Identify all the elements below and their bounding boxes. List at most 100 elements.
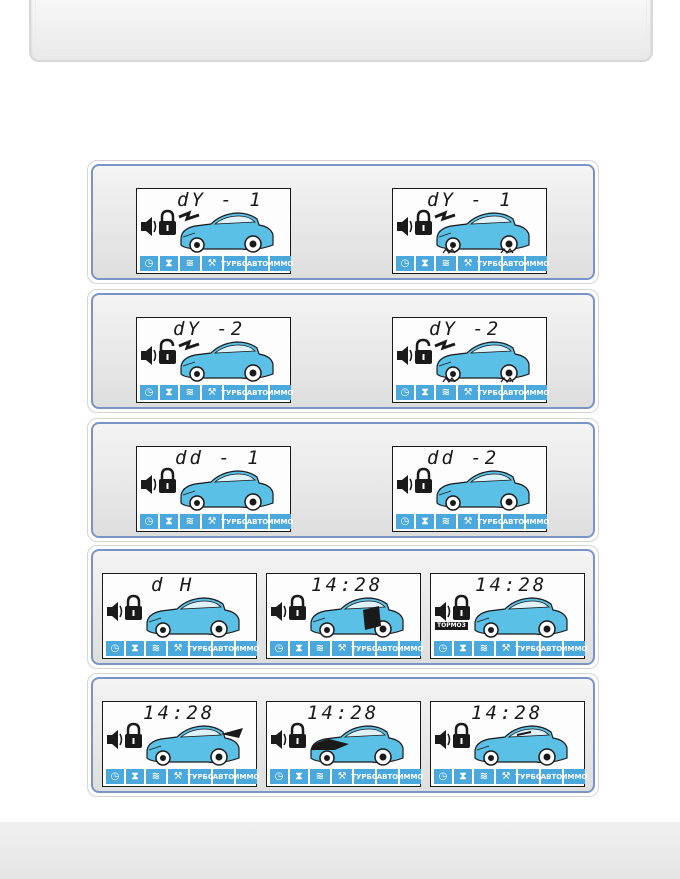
open-hood-icon <box>311 739 349 750</box>
immo-label: ИММО <box>562 769 587 784</box>
turbo-label: ТУРБО <box>515 641 542 656</box>
clock-icon: ◷ <box>140 256 158 271</box>
auto-label: АВТО <box>213 769 234 784</box>
auto-label: АВТО <box>377 641 398 656</box>
lock-icon <box>415 338 432 364</box>
auto-label: АВТО <box>247 514 268 529</box>
hourglass-icon: ⧗ <box>160 256 178 271</box>
header-box <box>29 0 653 62</box>
wrench-icon: ⚒ <box>168 641 188 656</box>
immo-label: ИММО <box>398 641 423 656</box>
lock-icon <box>159 467 176 493</box>
hourglass-icon: ⧗ <box>290 641 308 656</box>
clock-icon: ◷ <box>106 769 124 784</box>
wrench-icon: ⚒ <box>202 256 222 271</box>
turbo-label: ТУРБО <box>477 385 504 400</box>
car-icon <box>436 470 530 511</box>
lock-icon <box>125 594 142 620</box>
hourglass-icon: ⧗ <box>160 514 178 529</box>
wrench-icon: ⚒ <box>458 514 478 529</box>
immo-label: ИММО <box>268 385 293 400</box>
wrench-icon: ⚒ <box>458 385 478 400</box>
hourglass-icon: ⧗ <box>416 514 434 529</box>
turbo-label: ТУРБО <box>477 256 504 271</box>
temperature-icon: ≋ <box>180 385 200 400</box>
turbo-label: ТУРБО <box>515 769 542 784</box>
auto-label: АВТО <box>503 256 524 271</box>
clock-icon: ◷ <box>270 769 288 784</box>
temperature-icon: ≋ <box>146 769 166 784</box>
wrench-icon: ⚒ <box>496 641 516 656</box>
wheel-shock-icon <box>442 248 514 254</box>
lock-icon <box>415 209 432 235</box>
temperature-icon: ≋ <box>146 641 166 656</box>
temperature-icon: ≋ <box>436 385 456 400</box>
lock-icon <box>289 594 306 620</box>
wrench-icon: ⚒ <box>496 769 516 784</box>
turbo-label: ТУРБО <box>477 514 504 529</box>
lock-icon <box>159 338 176 364</box>
ignition-icon <box>516 731 532 736</box>
auto-label: АВТО <box>247 256 268 271</box>
car-icon <box>180 341 274 382</box>
lock-icon <box>415 467 432 493</box>
lcd-text: dY -2 <box>429 318 502 340</box>
speaker-icon <box>397 217 413 236</box>
wheel-shock-icon <box>442 377 514 383</box>
lock-icon <box>125 722 142 748</box>
temperature-icon: ≋ <box>180 256 200 271</box>
car-icon <box>310 725 404 766</box>
turbo-label: ТУРБО <box>187 769 214 784</box>
speaker-icon <box>397 475 413 494</box>
clock-icon: ◷ <box>434 641 452 656</box>
car-icon <box>180 470 274 511</box>
hourglass-icon: ⧗ <box>126 769 144 784</box>
car-icon <box>474 725 568 766</box>
hourglass-icon: ⧗ <box>454 769 472 784</box>
turbo-label: ТУРБО <box>187 641 214 656</box>
car-icon <box>146 725 240 766</box>
hourglass-icon: ⧗ <box>416 256 434 271</box>
immo-label: ИММО <box>398 769 423 784</box>
speaker-icon <box>141 475 157 494</box>
auto-label: АВТО <box>247 385 268 400</box>
wrench-icon: ⚒ <box>202 385 222 400</box>
lock-icon <box>453 722 470 748</box>
temperature-icon: ≋ <box>180 514 200 529</box>
temperature-icon: ≋ <box>436 514 456 529</box>
lcd-text: 14:28 <box>471 702 544 724</box>
auto-label: АВТО <box>541 641 562 656</box>
hourglass-icon: ⧗ <box>126 641 144 656</box>
temperature-icon: ≋ <box>436 256 456 271</box>
hourglass-icon: ⧗ <box>416 385 434 400</box>
lcd-text: dd -2 <box>427 447 500 469</box>
lcd-text: dd - 1 <box>175 447 262 469</box>
immo-label: ИММО <box>234 769 259 784</box>
lcd-text: 14:28 <box>307 702 380 724</box>
speaker-icon <box>271 730 287 749</box>
auto-label: АВТО <box>377 769 398 784</box>
car-icon <box>310 597 404 638</box>
speaker-icon <box>271 602 287 621</box>
speaker-icon <box>141 217 157 236</box>
speaker-icon <box>107 602 123 621</box>
turbo-label: ТУРБО <box>221 256 248 271</box>
lcd-text: d H <box>151 574 195 596</box>
clock-icon: ◷ <box>434 769 452 784</box>
